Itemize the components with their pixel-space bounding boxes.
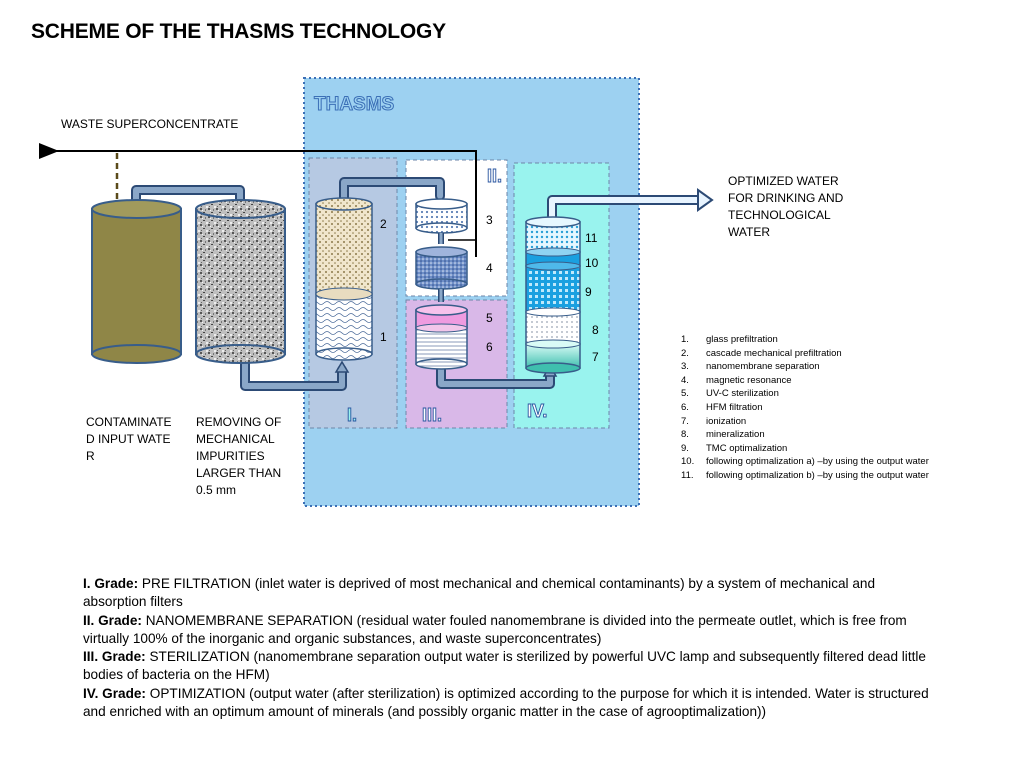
legend-item-number: 9. [681,442,689,454]
removing-impurities-caption: REMOVING OF MECHANICAL IMPURITIES LARGER… [196,415,282,497]
legend-item: 11. following optimalization b) –by using… [681,469,929,483]
legend-item-text: TMC optimalization [706,442,788,454]
waste-outlet-arrow [39,143,477,257]
stage-2-magnetic-unit [415,246,468,290]
grade-paragraph: I. Grade: PRE FILTRATION (inlet water is… [83,575,933,612]
legend-item-text: HFM filtration [706,401,763,413]
legend-item: 6. HFM filtration [681,401,929,415]
output-arrow-head [697,188,714,212]
component-number-1: 1 [380,330,387,344]
legend-item-number: 10. [681,456,695,468]
legend-item: 9. TMC optimalization [681,442,929,456]
legend-item-number: 7. [681,415,689,427]
legend-item: 8. mineralization [681,428,929,442]
grade-label: II. Grade: [83,612,142,628]
legend-item-number: 1. [681,334,689,345]
legend-item: 7. ionization [681,415,929,429]
legend-item-number: 2. [681,347,689,359]
page-title: SCHEME OF THE THASMS TECHNOLOGY [31,20,446,43]
stage-4-optimization-column [525,216,581,374]
grade-text: PRE FILTRATION (inlet water is deprived … [83,576,876,610]
legend-item-number: 11. [681,469,694,481]
legend-item-text: nanomembrane separation [706,361,820,373]
legend-item-number: 5. [681,388,689,400]
component-number-6: 6 [486,340,493,354]
stage-label-4: IV. [527,401,547,421]
grade-text: STERILIZATION (nanomembrane separation o… [83,649,926,683]
output-water-label: OPTIMIZED WATER FOR DRINKING AND TECHNOL… [728,174,844,239]
legend-item: 2. cascade mechanical prefiltration [681,347,929,361]
legend-item-number: 8. [681,429,689,441]
component-number-2: 2 [380,217,387,231]
stage-label-2: II. [487,166,502,186]
stage-label-1: I. [347,405,357,425]
legend-item-text: following optimalization a) –by using th… [706,456,929,468]
component-number-5: 5 [486,311,493,325]
waste-superconcentrate-label: WASTE SUPERCONCENTRATE [61,117,238,131]
legend-item: 5. UV-C sterilization [681,387,929,401]
legend-item: 4. magnetic resonance [681,374,929,388]
input-water-caption: CONTAMINATED INPUT WATER [86,415,172,463]
grade-paragraph: II. Grade: NANOMEMBRANE SEPARATION (resi… [83,612,933,649]
legend-item-number: 3. [681,361,689,373]
component-number-8: 8 [592,323,599,337]
stage-1-filter-column [315,197,373,361]
thasms-scheme-diagram: THASMS I. II. III. IV. [39,77,714,507]
legend-item-text: following optimalization b) –by using th… [706,469,929,481]
component-number-7: 7 [592,350,599,364]
stage-3-sterilization-column [415,304,468,370]
legend-item-text: ionization [706,415,747,427]
legend-item-text: magnetic resonance [706,374,792,386]
legend-item-number: 4. [681,374,689,386]
component-number-4: 4 [486,261,493,275]
legend-item: 10. following optimalization a) –by using… [681,455,929,469]
grade-label: IV. Grade: [83,685,146,701]
component-number-11: 11 [585,231,598,245]
grade-paragraph: IV. Grade: OPTIMIZATION (output water (a… [83,685,933,722]
component-legend: 1. glass prefiltration 2. cascade mechanica… [681,333,929,483]
legend-item: 1. glass prefiltration [681,333,929,347]
grades-description: I. Grade: PRE FILTRATION (inlet water is… [83,575,933,721]
grade-text: OPTIMIZATION (output water (after steril… [83,685,929,720]
legend-item-text: glass prefiltration [706,334,778,345]
legend-item-text: UV-C sterilization [706,388,779,400]
legend-item-text: cascade mechanical prefiltration [706,347,842,359]
stage-2-nanomembrane-unit [415,198,468,234]
legend-item-text: mineralization [706,429,765,441]
mechanical-filter-tank [195,199,286,364]
component-number-9: 9 [585,285,592,299]
grade-paragraph: III. Grade: STERILIZATION (nanomembrane … [83,648,933,685]
grade-text: NANOMEMBRANE SEPARATION (residual water … [83,612,907,646]
component-number-3: 3 [486,213,493,227]
component-number-10: 10 [585,256,599,270]
grade-label: III. Grade: [83,649,146,665]
grade-label: I. Grade: [83,576,139,591]
legend-item-number: 6. [681,401,689,413]
stage-label-3: III. [422,405,442,425]
legend-item: 3. nanomembrane separation [681,360,929,374]
thasms-label: THASMS [314,94,394,115]
contaminated-water-tank [91,199,182,364]
